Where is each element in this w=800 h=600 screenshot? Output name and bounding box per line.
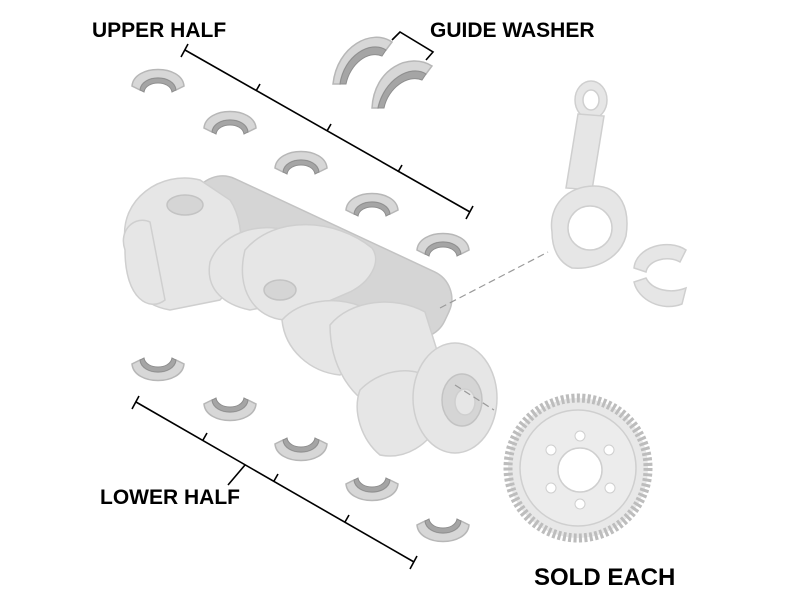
upper-bearing-shell [203, 110, 257, 135]
lower-bearing-shell [203, 397, 257, 422]
lower-bearing-shell [131, 357, 185, 382]
lower-half-label: LOWER HALF [100, 486, 240, 509]
upper-half-label: UPPER HALF [92, 19, 227, 42]
upper-bearing-shell [416, 232, 470, 257]
guide-washer-bracket [391, 30, 435, 61]
rod-alignment-line [439, 251, 549, 309]
upper-bearing-shell [345, 192, 399, 217]
upper-bearing-shell [131, 68, 185, 93]
upper-bearing-shell [274, 150, 328, 175]
rod-bearing-shells [633, 243, 688, 308]
upper-half-bracket [180, 43, 474, 220]
connecting-rod [550, 80, 628, 269]
lower-bearing-shell [416, 518, 470, 543]
lower-bearing-shell [345, 477, 399, 502]
guide-washers [332, 36, 434, 109]
lower-half-bracket [131, 395, 418, 570]
lower-bearing-shell [274, 437, 328, 462]
guide-washer-label: GUIDE WASHER [430, 19, 595, 42]
reluctor-wheel [503, 393, 653, 543]
crankshaft [122, 175, 498, 457]
flywheel-alignment-line [454, 384, 495, 411]
sold-each-label: SOLD EACH [534, 564, 676, 591]
